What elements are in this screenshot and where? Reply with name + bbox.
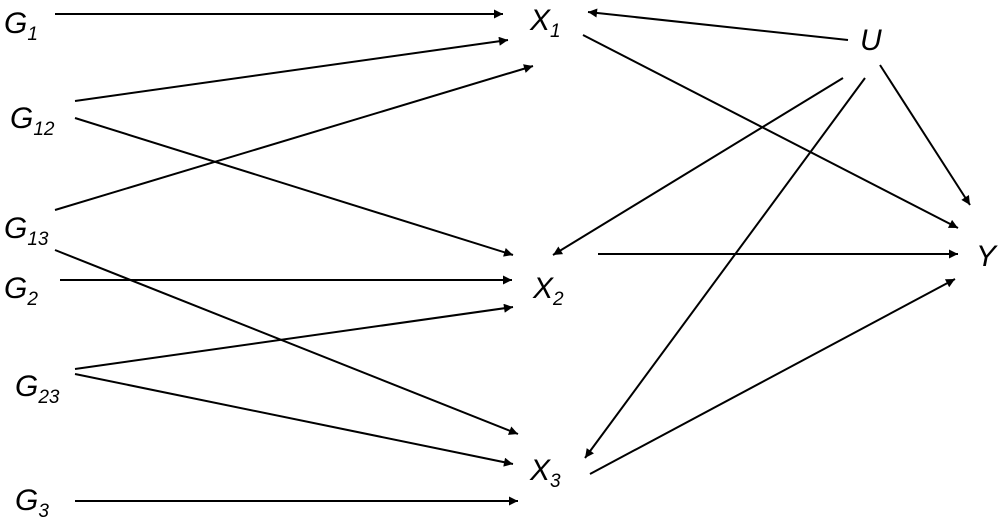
node-g23: G23 [15,370,60,408]
edge-g23-to-x2 [74,303,514,370]
edge-u-to-y [879,64,971,206]
node-g2-subscript: 2 [26,289,38,310]
edge-u-to-x3 [584,77,866,459]
node-g13-subscript: 13 [27,229,49,250]
node-x2-base: X [532,272,554,305]
edge-u-to-x2 [552,77,844,256]
node-x3-base: X [529,454,551,487]
node-x1-base: X [529,4,551,37]
node-u-base: U [860,24,882,57]
node-g23-subscript: 23 [37,387,60,408]
node-x1: X1 [529,4,561,42]
node-g12-base: G [10,102,33,135]
edge-x3-to-y [589,278,956,475]
node-g3-subscript: 3 [38,501,49,522]
node-g2-base: G [4,272,27,305]
edge-g12-to-x2 [74,117,514,257]
node-g13: G13 [4,212,49,250]
edges-group [54,8,971,506]
edge-g23-to-x3 [74,373,514,467]
node-g12: G12 [10,102,55,140]
node-g2: G2 [4,272,38,310]
edge-g12-to-x1 [74,36,509,102]
edge-u-to-x1 [587,8,849,41]
node-g3: G3 [15,484,49,522]
node-x3-subscript: 3 [550,471,561,492]
edge-g13-to-x1 [54,64,534,211]
node-g1: G1 [4,7,38,45]
edge-g13-to-x3 [54,249,519,435]
node-x2-subscript: 2 [552,289,564,310]
node-g3-base: G [15,484,38,517]
node-u: U [860,24,882,57]
node-y: Y [976,240,998,273]
edge-x1-to-y [582,34,959,229]
node-g12-subscript: 12 [33,119,55,140]
node-g1-subscript: 1 [27,24,38,45]
node-g23-base: G [15,370,38,403]
node-g13-base: G [4,212,27,245]
node-g1-base: G [4,7,27,40]
node-x3: X3 [529,454,561,492]
node-x1-subscript: 1 [550,21,561,42]
node-y-base: Y [976,240,998,273]
node-x2: X2 [532,272,564,310]
